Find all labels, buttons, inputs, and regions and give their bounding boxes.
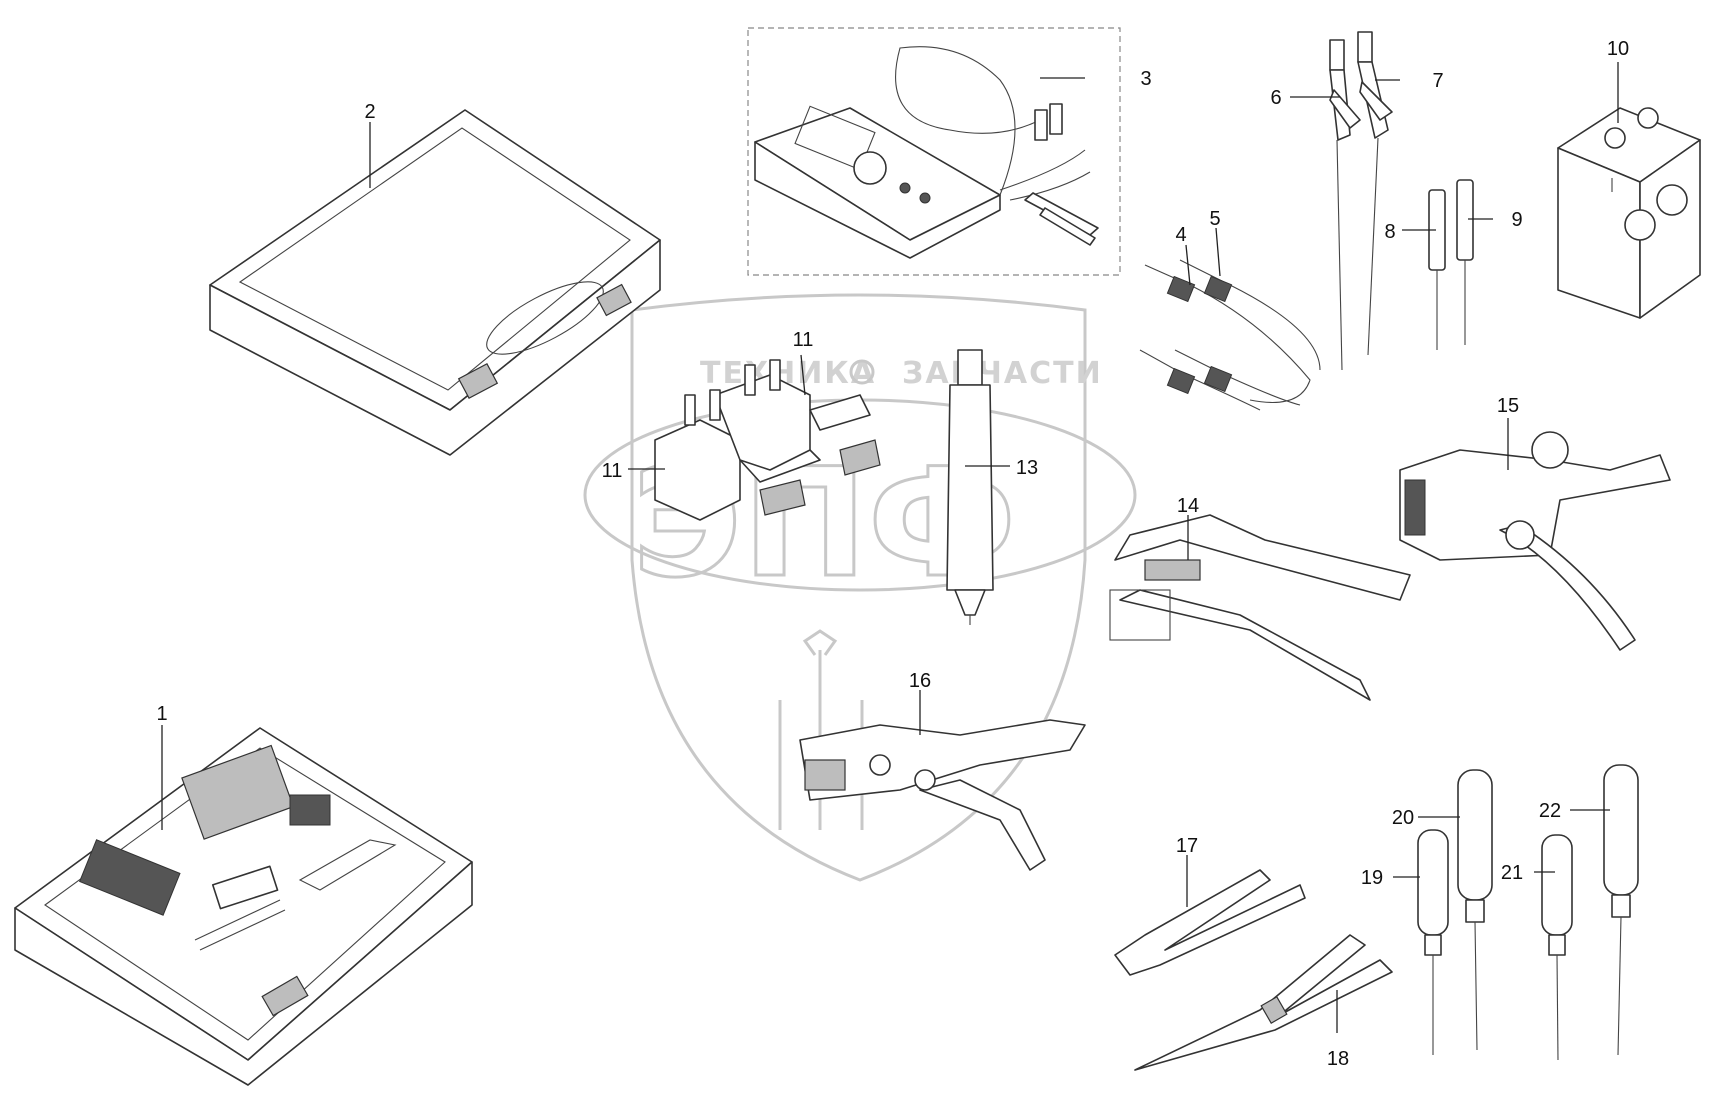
callout-18: 18 [1327,1048,1349,1070]
callout-7: 7 [1432,70,1443,92]
part-15-crimping-tool [1399,431,1671,651]
callout-21: 21 [1501,862,1523,884]
part-17-side-cutters [1114,869,1306,976]
callout-3: 3 [1140,68,1151,90]
callout-10: 10 [1607,38,1629,60]
callout-22: 22 [1539,800,1561,822]
part-19-screwdriver [1417,829,1449,1055]
part-8-9-test-probes [1428,179,1474,350]
callout-2: 2 [364,101,375,123]
part-11-connector-adapters [654,359,881,521]
callout-4: 4 [1175,224,1186,246]
callout-1: 1 [156,703,167,725]
callout-11-upper: 11 [793,329,814,351]
part-10-tester-box [1557,107,1701,319]
callout-20: 20 [1392,807,1414,829]
part-2-closed-case [209,109,661,456]
callout-11-lower: 11 [602,460,623,482]
part-4-5-test-leads [1139,259,1321,411]
part-1-open-case-kit [14,727,473,1086]
callout-8: 8 [1384,221,1395,243]
watermark-right-word: ЗАПЧАСТИ [902,356,1103,391]
part-21-screwdriver [1541,834,1573,1061]
callout-6: 6 [1270,87,1281,109]
callout-labels: 1 2 3 4 5 6 7 8 9 10 11 11 13 14 15 16 1… [156,38,1629,1070]
part-16-crimper [799,719,1086,871]
part-3-multimeter-kit [747,27,1121,276]
part-20-screwdriver [1457,769,1493,1051]
part-6-7-clip-probes [1329,31,1393,371]
callout-14: 14 [1177,495,1199,517]
callout-5: 5 [1209,208,1220,230]
callout-17: 17 [1176,835,1198,857]
part-22-screwdriver [1603,764,1639,1056]
part-13-soldering-iron [946,349,994,625]
leader-lines [161,62,1619,1033]
callout-16: 16 [909,670,931,692]
part-14-wire-stripper [1109,514,1411,701]
callout-15: 15 [1497,395,1519,417]
callout-9: 9 [1511,209,1522,231]
callout-13: 13 [1016,457,1038,479]
callout-19: 19 [1361,867,1383,889]
gear-icon [849,359,875,385]
part-18-needle-nose-pliers [1134,934,1393,1071]
